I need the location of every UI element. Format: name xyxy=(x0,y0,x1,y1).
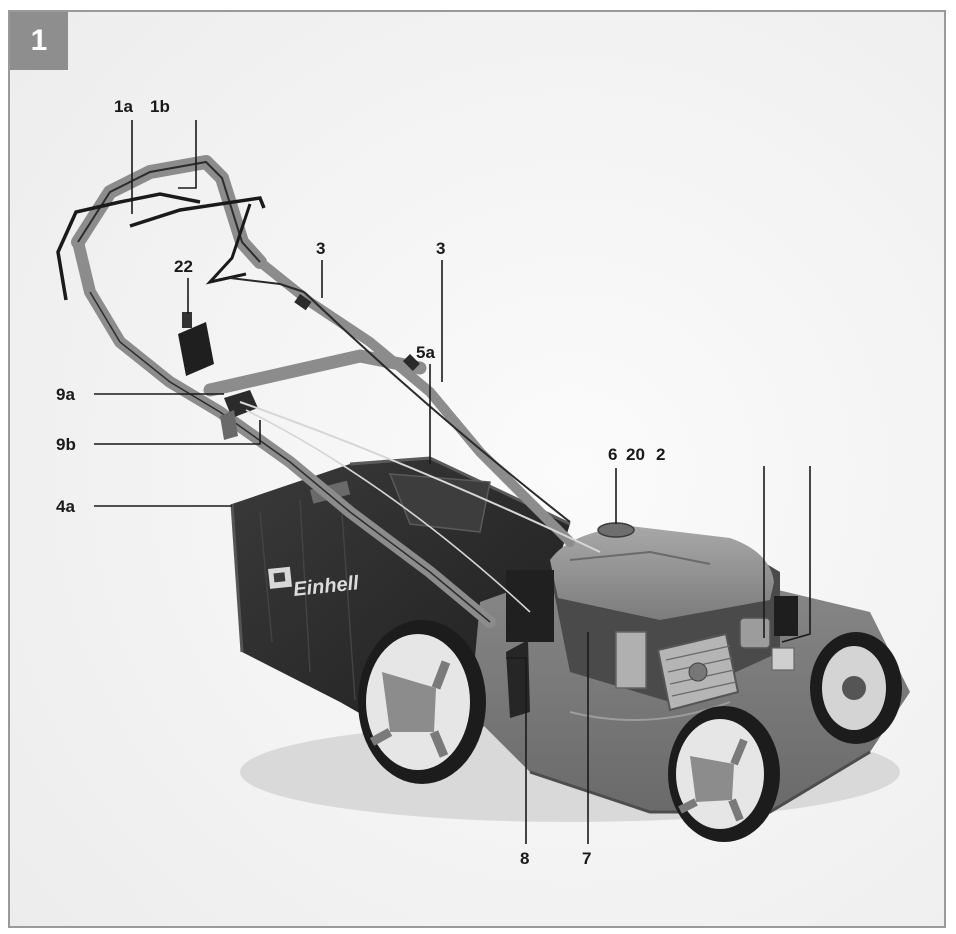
label-3-left: 3 xyxy=(316,239,325,258)
part-labels: 1a 1b 22 3 3 9a 9b 5a 6 20 2 4a 8 7 xyxy=(56,97,665,868)
bowden-cables xyxy=(229,277,601,613)
label-9a: 9a xyxy=(56,385,75,404)
label-8: 8 xyxy=(520,849,529,868)
label-2: 2 xyxy=(656,445,665,464)
height-adjustment-lever xyxy=(506,640,530,718)
engine xyxy=(506,522,798,712)
exhaust-guard xyxy=(656,632,740,712)
front-wheel xyxy=(668,706,780,842)
label-20: 20 xyxy=(626,445,645,464)
cable-holder-lower xyxy=(402,353,420,371)
engine-cylinder xyxy=(615,631,647,689)
label-4a: 4a xyxy=(56,497,75,516)
label-22: 22 xyxy=(174,257,193,276)
rear-wheel xyxy=(358,620,486,784)
drive-control-box xyxy=(178,312,214,376)
primer-bulb xyxy=(739,617,771,649)
label-6: 6 xyxy=(608,445,617,464)
label-9b: 9b xyxy=(56,435,76,454)
cable-holder-upper xyxy=(294,294,312,311)
engine-rear-housing xyxy=(774,596,798,636)
fuel-cap xyxy=(597,522,635,538)
figure-number-badge: 1 xyxy=(10,12,68,70)
fuel-filter xyxy=(771,647,795,671)
engine-cover xyxy=(550,526,774,620)
label-7: 7 xyxy=(582,849,591,868)
far-front-wheel xyxy=(810,632,902,744)
lawnmower-diagram: Einhell xyxy=(10,12,944,926)
label-3-right: 3 xyxy=(436,239,445,258)
label-1a: 1a xyxy=(114,97,133,116)
figure-frame: 1 xyxy=(8,10,946,928)
leader-lines xyxy=(94,120,811,844)
label-1b: 1b xyxy=(150,97,170,116)
air-filter xyxy=(506,570,554,642)
label-5a: 5a xyxy=(416,343,435,362)
engine-brake-bar xyxy=(56,192,266,301)
